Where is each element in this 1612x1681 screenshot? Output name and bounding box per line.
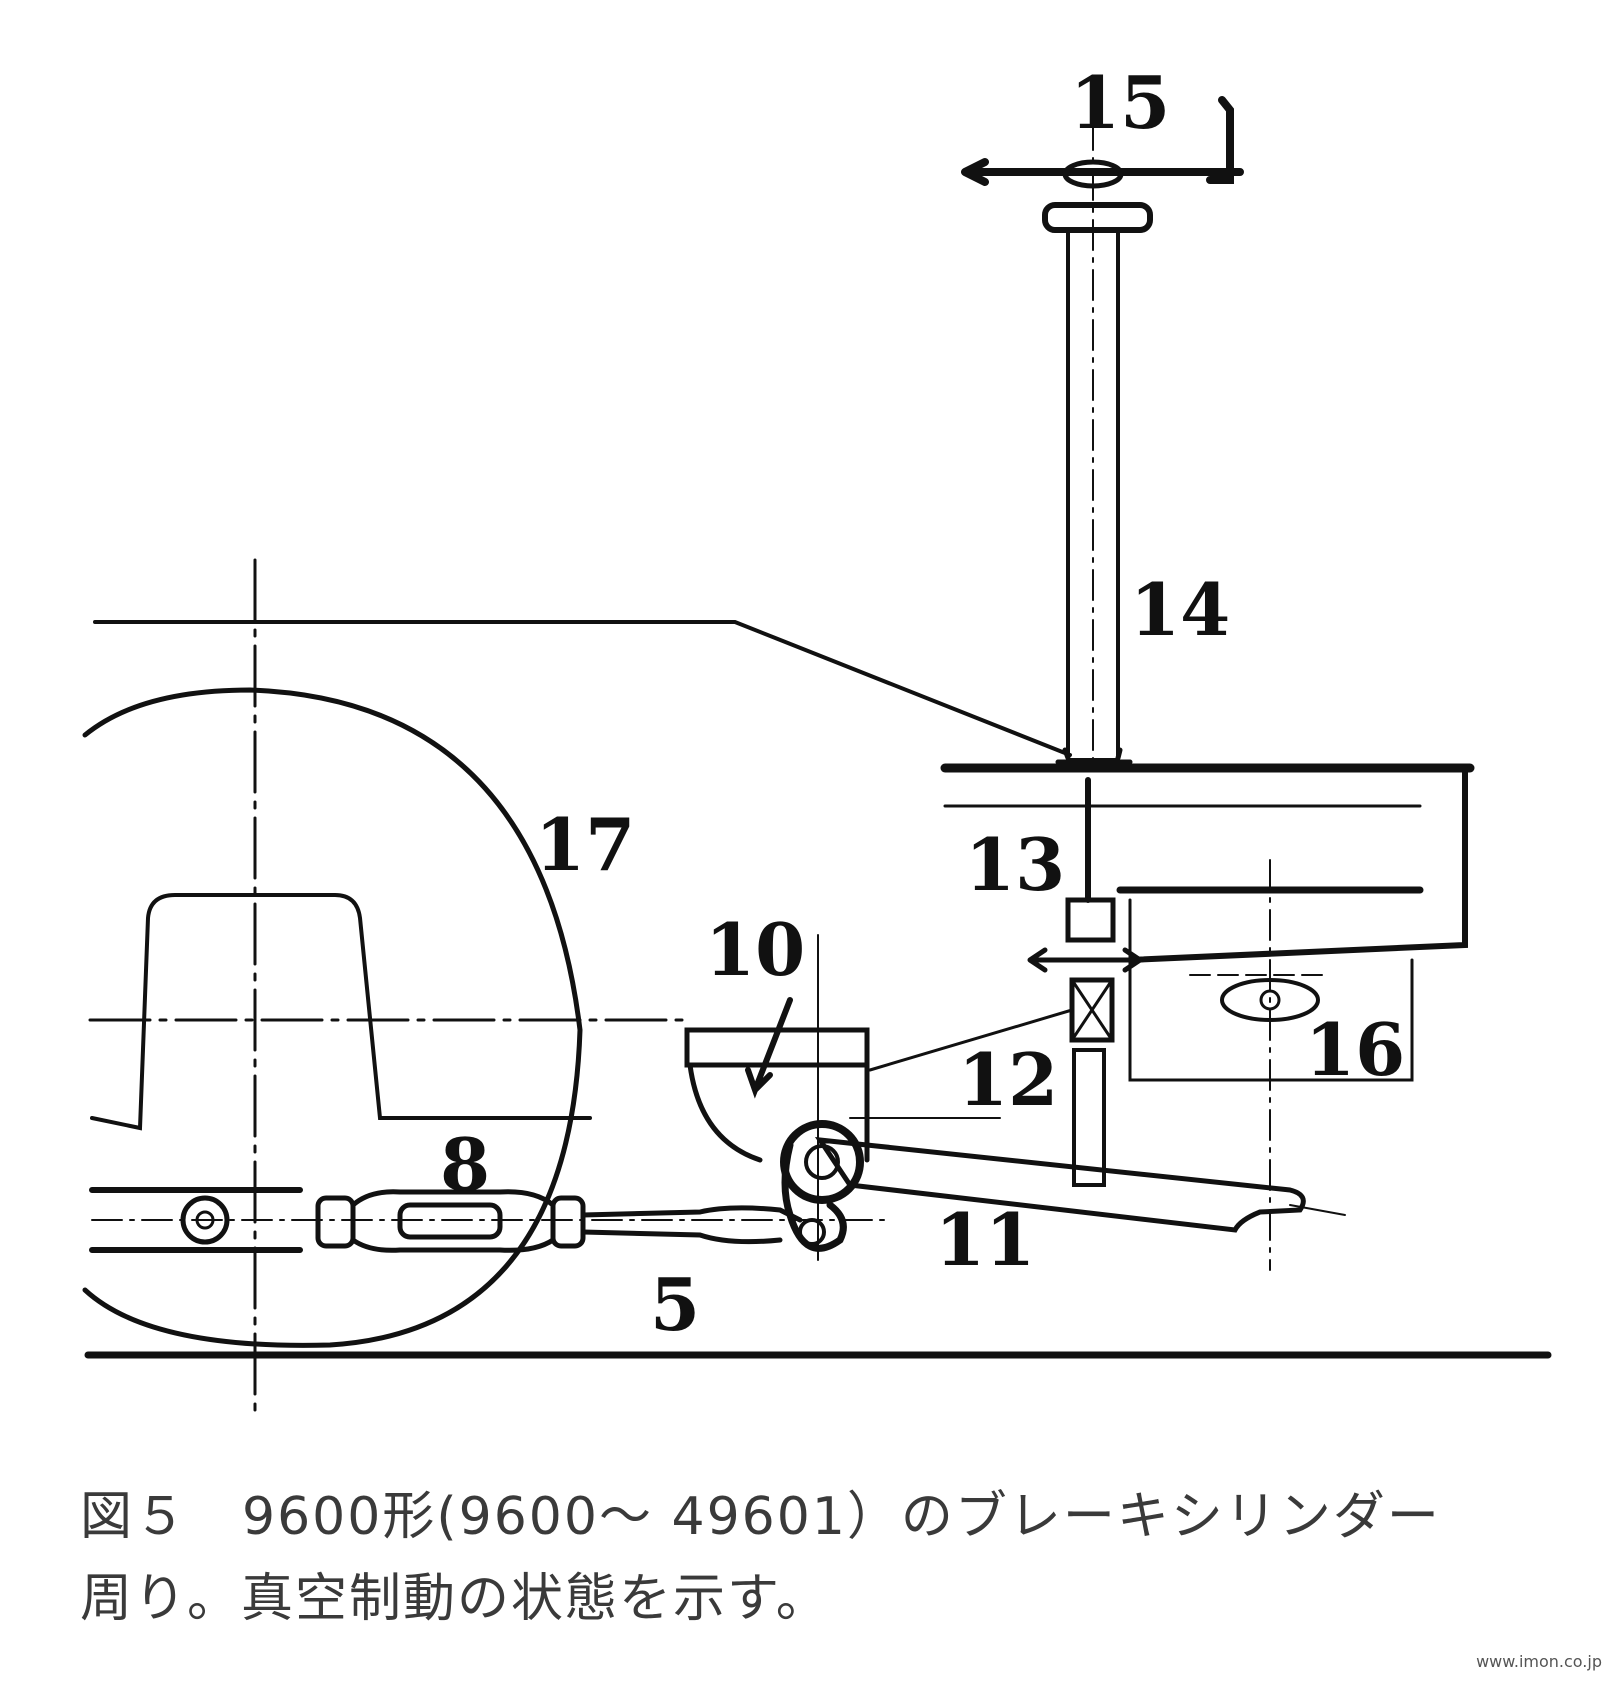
source-credit: www.imon.co.jp — [1476, 1652, 1602, 1671]
part-label-15: 15 — [1070, 60, 1170, 145]
part-label-16: 16 — [1305, 1007, 1405, 1092]
part-label-17: 17 — [535, 802, 635, 887]
part-label-5: 5 — [650, 1262, 700, 1347]
leader-to-10 — [868, 1008, 1074, 1072]
rod-guide — [1065, 897, 1116, 943]
part-label-11: 11 — [935, 1197, 1035, 1282]
rod-to-hook — [580, 1205, 803, 1245]
rod-coupling-cross — [1070, 978, 1114, 1042]
bracket-10-body — [687, 1062, 870, 1163]
pivot-16-pin — [1259, 989, 1281, 1011]
figure-caption-line-2: 周り。真空制動の状態を示す。 — [80, 1569, 830, 1629]
part-label-13: 13 — [965, 822, 1065, 907]
hook-link-pin — [798, 1218, 826, 1246]
lever-extension — [1289, 1204, 1346, 1216]
column-collar — [1042, 202, 1153, 233]
pivot-16 — [1220, 978, 1320, 1022]
hand-wheel-hub — [1062, 159, 1124, 189]
lever-pivot-inner — [804, 1144, 840, 1180]
part-label-8: 8 — [440, 1122, 490, 1207]
pull-rod-5 — [89, 1187, 303, 1253]
figure-caption-line-1: 図５ 9600形(9600～ 49601）のブレーキシリンダー — [80, 1487, 1441, 1547]
part-label-14: 14 — [1130, 567, 1230, 652]
part-label-12: 12 — [958, 1037, 1058, 1122]
axle-box-outline — [90, 893, 592, 1131]
wheel-outline — [82, 687, 583, 1348]
hand-wheel-15 — [961, 96, 1244, 186]
column-base-flange — [1055, 747, 1133, 765]
arrow-10 — [745, 997, 793, 1099]
frame-top-line — [93, 620, 1072, 757]
part-label-10: 10 — [705, 907, 805, 992]
rod-guide-arrows — [1027, 947, 1143, 973]
nut-right — [550, 1195, 586, 1249]
rod-end — [1072, 1048, 1106, 1187]
nut-left — [315, 1195, 356, 1249]
lever-pivot — [780, 1120, 864, 1204]
brake-lever-11 — [814, 1136, 1306, 1233]
cab-box-outline — [1127, 765, 1468, 963]
